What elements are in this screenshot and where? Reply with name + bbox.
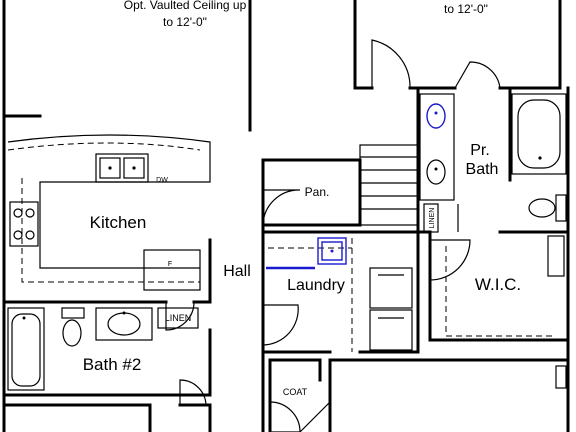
room-labels: Opt. Vaulted Ceiling up to 12'-0" to 12'… bbox=[83, 0, 521, 397]
stairs bbox=[359, 144, 419, 226]
laundry-fixtures bbox=[266, 237, 413, 352]
room-label-hall: Hall bbox=[223, 263, 251, 280]
ceiling-note-right-line2: to 12'-0" bbox=[444, 2, 488, 16]
room-label-pantry: Pan. bbox=[305, 185, 330, 199]
linen-closet-label-left: LINEN bbox=[165, 313, 192, 323]
room-label-wic: W.I.C. bbox=[475, 275, 521, 294]
room-label-pr-bath-line2: Bath bbox=[466, 161, 499, 178]
room-label-laundry: Laundry bbox=[287, 277, 345, 294]
kitchen-counters bbox=[7, 134, 211, 291]
room-label-kitchen: Kitchen bbox=[90, 213, 147, 232]
bath2-fixtures bbox=[7, 307, 199, 391]
doors bbox=[149, 39, 501, 432]
room-label-bath-2: Bath #2 bbox=[83, 355, 142, 374]
dishwasher-label: DW bbox=[156, 177, 168, 184]
room-label-pr-bath-line1: Pr. bbox=[470, 142, 490, 159]
fridge-label: F bbox=[168, 261, 172, 268]
pr-bath-fixtures bbox=[419, 93, 567, 389]
ceiling-note-left-line2: to 12'-0" bbox=[163, 15, 207, 29]
coat-closet-label: COAT bbox=[283, 387, 308, 397]
ceiling-note-left-line1: Opt. Vaulted Ceiling up bbox=[124, 0, 247, 12]
linen-closet-label-right: LINEN bbox=[429, 208, 436, 229]
